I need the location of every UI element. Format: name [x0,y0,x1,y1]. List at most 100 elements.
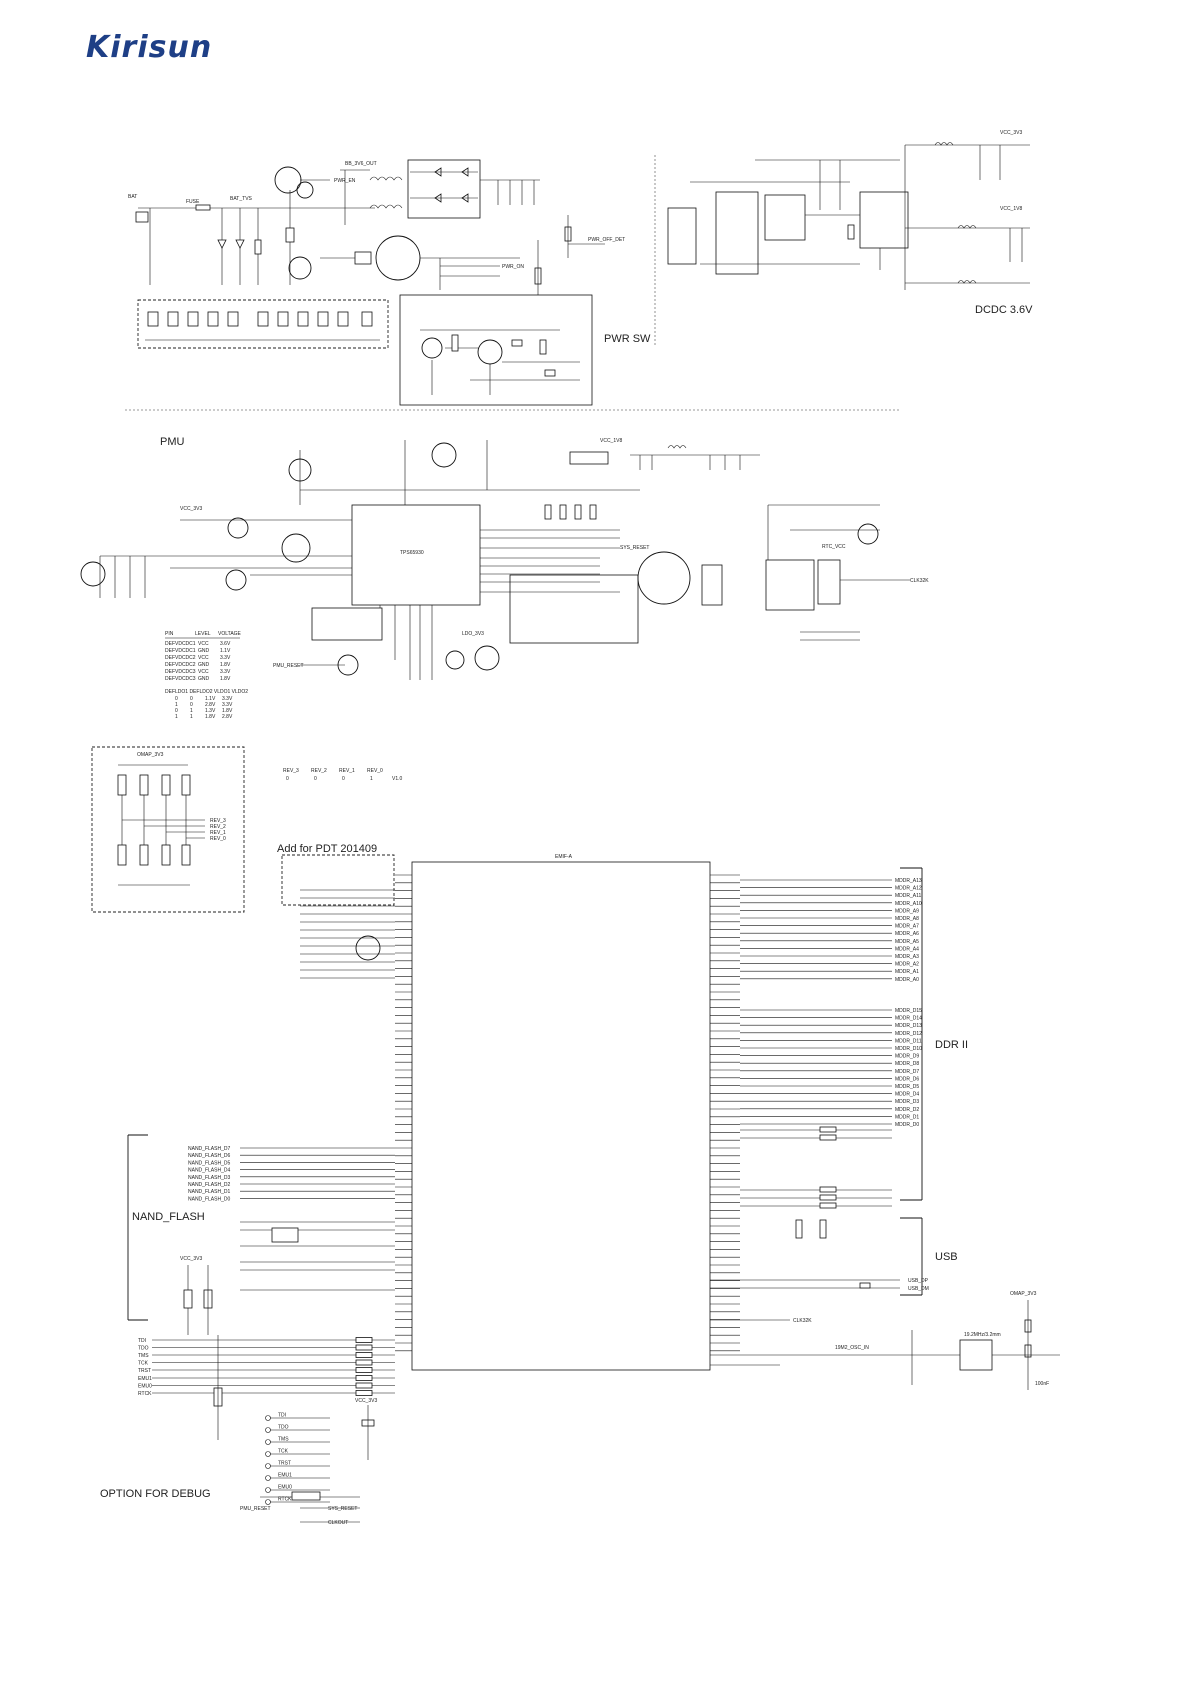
test-point-label: EMU0 [278,1485,292,1491]
rev1-label: REV_1 [210,830,226,836]
svg-text:VCC: VCC [198,655,209,661]
svg-text:1: 1 [175,714,178,720]
soc-highlight-circle [355,935,381,961]
svg-text:VCC: VCC [198,641,209,647]
jtag-signal-label: EMU0 [138,1384,152,1390]
pmu-section: PMU TPS65930 VCC_1V8 [80,436,929,720]
ddr-title: DDR II [935,1039,968,1051]
soc-section: Add for PDT 201409 EMIF-A MDDR_A13MDDR_A… [100,843,1060,1526]
jtag-signal-label: TMS [138,1353,149,1359]
test-point-label: TMS [278,1437,289,1443]
dcdc-title: DCDC 3.6V [975,304,1033,316]
clk32k-label: CLK32K [910,578,929,584]
svg-text:DEFVDCDC3: DEFVDCDC3 [165,669,196,675]
nand-title: NAND_FLASH [132,1211,205,1223]
nand-resistor [271,1227,299,1243]
ddr-data-label: MDDR_D14 [895,1016,922,1022]
ddr-ctrl-resistor [819,1186,837,1193]
ddr-data-label: MDDR_D0 [895,1122,919,1128]
svg-text:1.3V: 1.3V [205,708,216,714]
ddr-addr-label: MDDR_A12 [895,886,922,892]
jtag-signal-label: TDO [138,1346,149,1352]
soc-clk32k-label: CLK32K [793,1318,812,1324]
test-point-label: EMU1 [278,1473,292,1479]
rev3-label: REV_3 [210,818,226,824]
nand-signal-label: NAND_FLASH_D3 [188,1175,230,1181]
dcdc-vcc18-label: VCC_1V8 [1000,206,1022,212]
rev-omap-label: OMAP_3V3 [137,752,164,758]
jtag-resistor [355,1337,373,1343]
jtag-signal-label: TRST [138,1368,151,1374]
jtag-signal-label: TCK [138,1361,149,1367]
ddr-data-label: MDDR_D10 [895,1046,922,1052]
ddr-addr-label: MDDR_A13 [895,878,922,884]
rev-section: OMAP_3V3 REV_3 REV_2 REV_1 REV_0 REV_3 [91,746,403,913]
svg-text:GND: GND [198,676,210,682]
test-point-label: TRST [278,1461,291,1467]
ddr-addr-label: MDDR_A5 [895,939,919,945]
test-point [265,1463,271,1469]
nand-signal-label: NAND_FLASH_D4 [188,1168,230,1174]
svg-text:1.8V: 1.8V [222,708,233,714]
pmu-title: PMU [160,436,185,448]
test-point [265,1439,271,1445]
nand-signal-group: NAND_FLASH_D7NAND_FLASH_D6NAND_FLASH_D5N… [188,1146,395,1291]
svg-text:PWR_OFF_DET: PWR_OFF_DET [588,237,625,243]
debug-clkout: CLKOUT [328,1520,348,1526]
ddr-addr-label: MDDR_A3 [895,954,919,960]
ddr-addr-label: MDDR_A8 [895,916,919,922]
svg-text:1.8V: 1.8V [220,662,231,668]
rev2-label: REV_2 [210,824,226,830]
svg-text:0: 0 [175,708,178,714]
ddr-data-label: MDDR_D6 [895,1076,919,1082]
debug-pmu-reset: PMU_RESET [240,1506,271,1512]
svg-text:0: 0 [190,696,193,702]
jtag-resistor [355,1367,373,1373]
dcdc-vcc-label: VCC_3V3 [1000,130,1022,136]
ddr-data-label: MDDR_D1 [895,1114,919,1120]
test-point [265,1487,271,1493]
jtag-resistor [355,1359,373,1366]
usb-dp-label: USB_DP [908,1278,929,1284]
svg-text:DEFVDCDC2: DEFVDCDC2 [165,662,196,668]
rev3-value: 0 [286,776,289,782]
rev0-value: 1 [370,776,373,782]
svg-text:VCC: VCC [198,669,209,675]
ddr-data-label: MDDR_D4 [895,1092,919,1098]
test-point-label: TDO [278,1425,289,1431]
soc-right-pins: MDDR_A13MDDR_A12MDDR_A11MDDR_A10MDDR_A9M… [710,874,922,1352]
nand-signal-label: NAND_FLASH_D0 [188,1196,230,1202]
svg-text:DEFVDCDC2: DEFVDCDC2 [165,655,196,661]
add-for-pdt-label: Add for PDT 201409 [277,843,377,855]
pmu-vcc33-label: VCC_3V3 [180,506,202,512]
ddr-data-label: MDDR_D8 [895,1061,919,1067]
xtal-cap-label: 100nF [1035,1381,1049,1387]
svg-text:3.3V: 3.3V [222,696,233,702]
ddr-ctrl-resistor [819,1202,837,1209]
rev2-value: 0 [314,776,317,782]
ddr-data-label: MDDR_D3 [895,1099,919,1105]
test-point [265,1415,271,1421]
dcdc-section: VCC_3V3 VCC_1V8 DCDC 3.6V [667,130,1033,316]
jtag-signal-group: TDITDITDOTDOTMSTMSTCKTCKTRSTTRSTEMU1EMU1… [138,1337,395,1505]
ddr-addr-label: MDDR_A6 [895,931,919,937]
pmu-vcc18-label: VCC_1V8 [600,438,622,444]
ddr-addr-label: MDDR_A2 [895,962,919,968]
jtag-signal-label: RTCK [138,1391,152,1397]
jtag-signal-label: EMU1 [138,1376,152,1382]
rev2-header: REV_2 [311,768,327,774]
svg-text:2.8V: 2.8V [222,714,233,720]
osc-omap-label: OMAP_3V3 [1010,1291,1037,1297]
sys-reset-label: SYS_RESET [620,545,649,551]
svg-text:1.1V: 1.1V [220,648,231,654]
svg-text:PIN: PIN [165,631,174,637]
svg-text:0: 0 [190,702,193,708]
bb-3v6-label: BB_3V6_OUT [345,161,377,167]
ddr-addr-label: MDDR_A1 [895,969,919,975]
ddr-ctrl-resistor [819,1194,837,1201]
test-point [265,1451,271,1457]
svg-text:DEFVDCDC3: DEFVDCDC3 [165,676,196,682]
ddr-ctrl-resistor [819,1126,837,1133]
test-point-label: TDI [278,1413,286,1419]
rev1-header: REV_1 [339,768,355,774]
